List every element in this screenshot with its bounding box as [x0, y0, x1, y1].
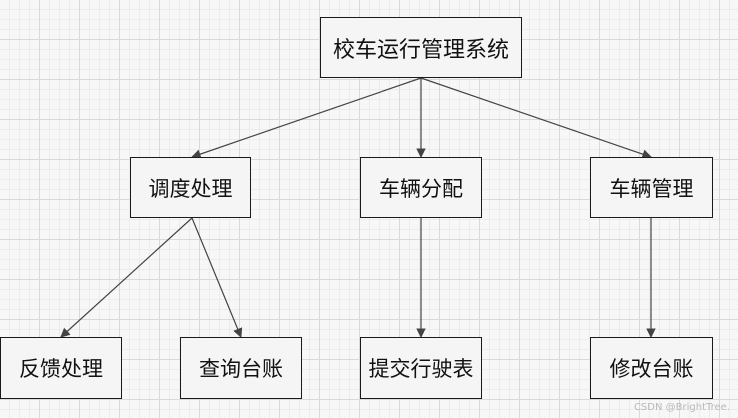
node-vehicle-manage[interactable]: 车辆管理	[590, 157, 713, 218]
node-modify-ledger[interactable]: 修改台账	[590, 337, 713, 399]
node-root-label: 校车运行管理系统	[332, 37, 509, 63]
edge-dispatch-to-feedback	[60, 217, 193, 338]
edge-dispatch-to-query-ledger	[191, 217, 243, 338]
node-modify-ledger-label: 修改台账	[609, 357, 694, 381]
node-query-ledger-label: 查询台账	[199, 357, 283, 381]
node-vehicle-manage-label: 车辆管理	[609, 176, 694, 201]
node-dispatch[interactable]: 调度处理	[130, 157, 251, 218]
edge-root-to-dispatch	[191, 77, 422, 159]
node-vehicle-assign-label: 车辆分配	[379, 176, 463, 201]
node-dispatch-label: 调度处理	[148, 176, 233, 201]
node-feedback-label: 反馈处理	[19, 357, 103, 381]
node-submit-log[interactable]: 提交行驶表	[360, 337, 482, 399]
edge-root-to-vehicle-manage	[420, 77, 652, 159]
node-query-ledger[interactable]: 查询台账	[180, 337, 302, 399]
node-submit-log-label: 提交行驶表	[368, 357, 474, 381]
node-vehicle-assign[interactable]: 车辆分配	[360, 157, 482, 218]
watermark: CSDN @BrightTree.	[633, 402, 730, 413]
node-root[interactable]: 校车运行管理系统	[320, 17, 522, 78]
node-feedback[interactable]: 反馈处理	[0, 337, 122, 399]
